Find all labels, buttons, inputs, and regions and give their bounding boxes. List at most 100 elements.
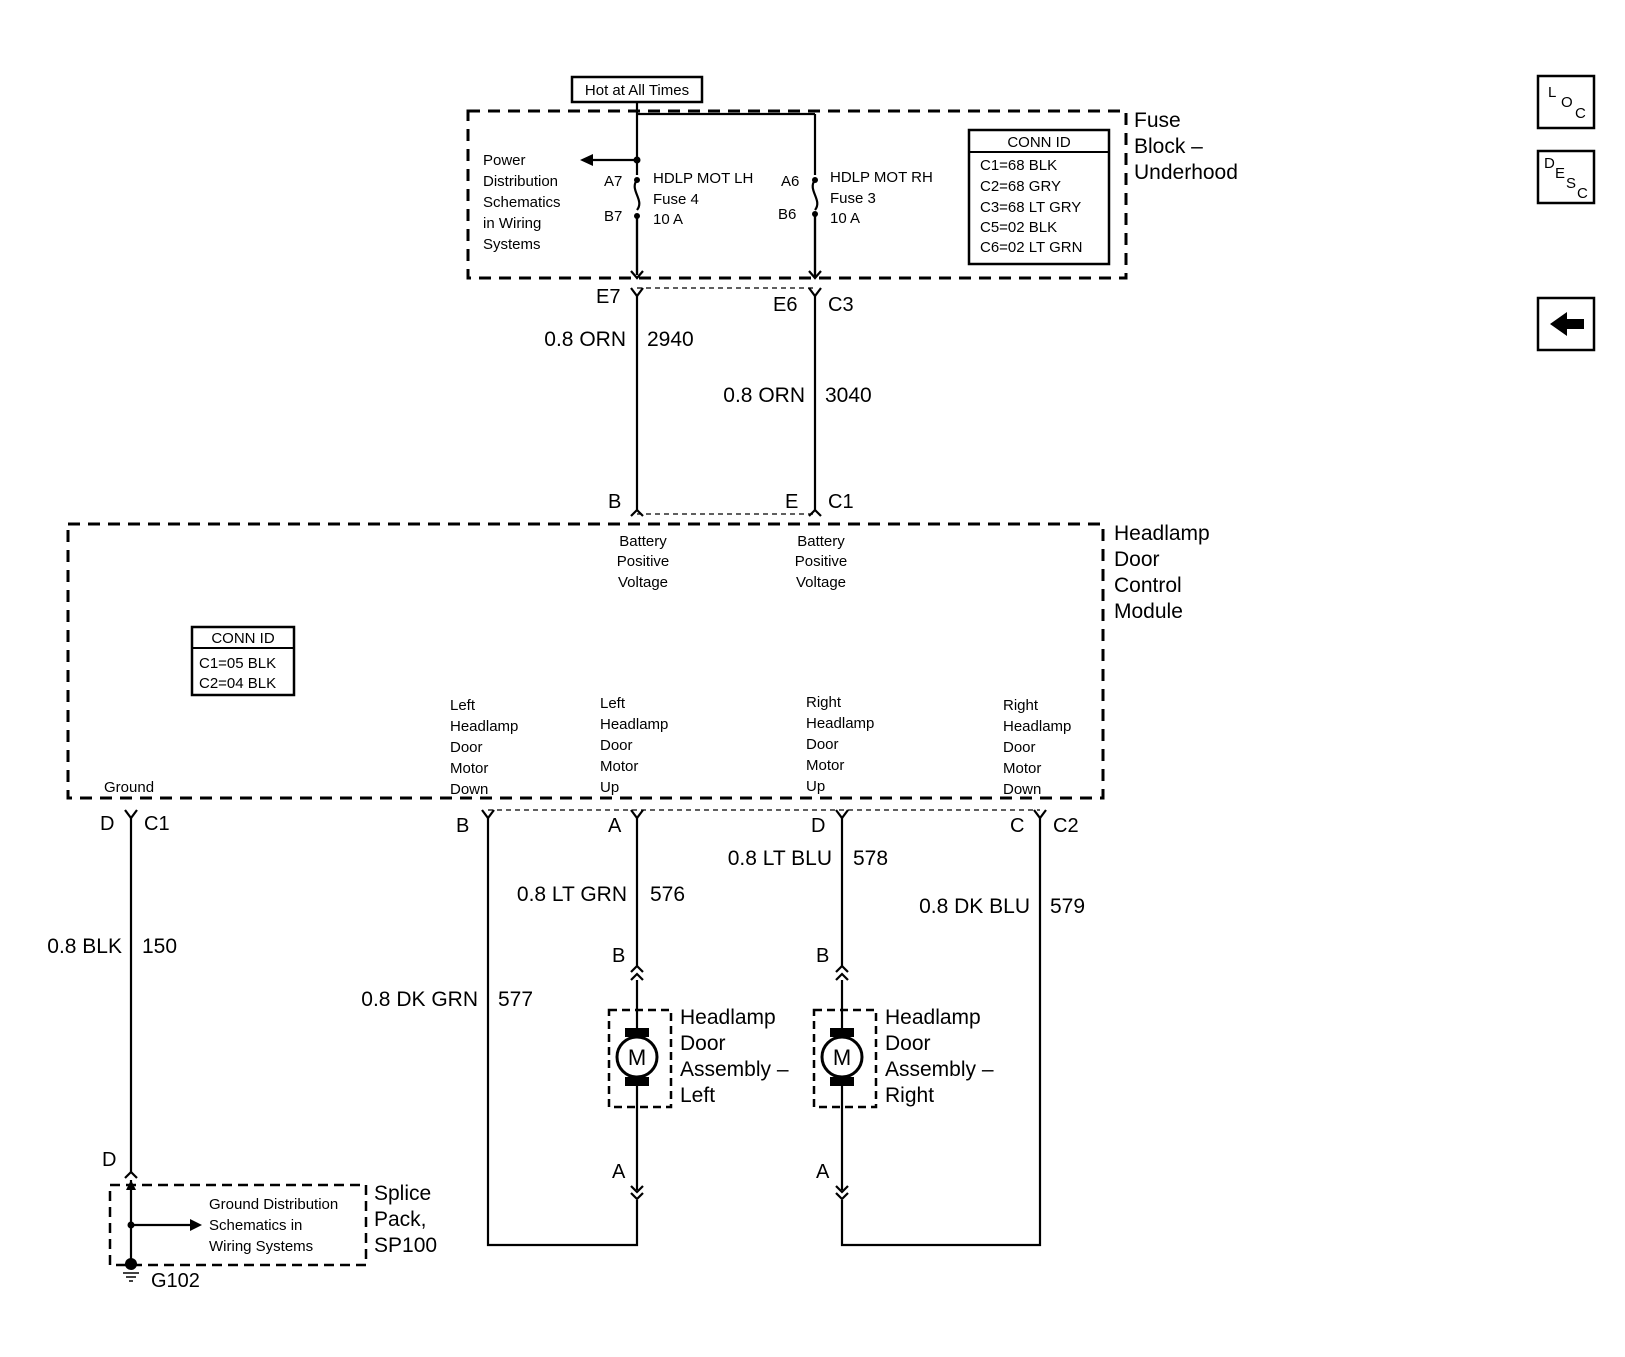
module-pin-d-c2: D bbox=[811, 815, 825, 837]
motor-right-title: Headlamp Door Assembly – Right bbox=[885, 1006, 994, 1107]
wire-3040-gauge: 0.8 ORN bbox=[723, 384, 805, 407]
power-distribution-branch bbox=[580, 154, 641, 166]
fuse-rh-name: HDLP MOT RH bbox=[830, 169, 933, 186]
module-connector-c1-bottom-label: C1 bbox=[144, 813, 170, 835]
desc-letter-e: E bbox=[1555, 165, 1565, 182]
fuse-lh-number: Fuse 4 bbox=[653, 191, 699, 208]
svg-text:Wiring Systems: Wiring Systems bbox=[209, 1238, 313, 1255]
svg-text:Assembly –: Assembly – bbox=[885, 1058, 994, 1081]
loc-letter-l: L bbox=[1548, 84, 1556, 101]
svg-text:Hot at All Times: Hot at All Times bbox=[585, 82, 689, 99]
pin-a7: A7 bbox=[604, 173, 622, 190]
svg-text:Motor: Motor bbox=[450, 760, 488, 777]
wire-576-circuit: 576 bbox=[650, 883, 685, 906]
headlamp-door-motor-left: M bbox=[607, 964, 673, 1201]
svg-text:C5=02 BLK: C5=02 BLK bbox=[980, 219, 1057, 236]
wire-578-gauge: 0.8 LT BLU bbox=[728, 847, 832, 870]
svg-text:Control: Control bbox=[1114, 574, 1182, 597]
svg-text:Power: Power bbox=[483, 152, 526, 169]
hot-at-all-times-label: Hot at All Times bbox=[570, 75, 704, 104]
wire-2940-circuit: 2940 bbox=[647, 328, 694, 351]
svg-text:CONN ID: CONN ID bbox=[211, 630, 275, 647]
wire-579-circuit: 579 bbox=[1050, 895, 1085, 918]
pin-e6: E6 bbox=[773, 294, 797, 316]
svg-text:Headlamp: Headlamp bbox=[600, 716, 668, 733]
module-pin-a-terminal bbox=[630, 809, 644, 820]
svg-text:C2=04 BLK: C2=04 BLK bbox=[199, 675, 276, 692]
svg-text:Up: Up bbox=[806, 778, 825, 795]
wire-576-gauge: 0.8 LT GRN bbox=[517, 883, 627, 906]
svg-text:Left: Left bbox=[600, 695, 626, 712]
svg-text:Assembly –: Assembly – bbox=[680, 1058, 789, 1081]
desc-letter-s: S bbox=[1566, 175, 1576, 192]
pin-e7: E7 bbox=[596, 286, 620, 308]
left-door-motor-up-label: Left Headlamp Door Motor Up bbox=[600, 695, 668, 796]
svg-text:Pack,: Pack, bbox=[374, 1208, 427, 1231]
module-pin-c-terminal bbox=[1033, 809, 1047, 820]
svg-text:in Wiring: in Wiring bbox=[483, 215, 541, 232]
arrow-left-icon bbox=[580, 154, 593, 166]
svg-text:Headlamp: Headlamp bbox=[680, 1006, 776, 1029]
connector-e6-socket bbox=[808, 287, 822, 298]
wire-577-circuit: 577 bbox=[498, 988, 533, 1011]
svg-text:Headlamp: Headlamp bbox=[885, 1006, 981, 1029]
left-arrow-icon bbox=[1550, 312, 1584, 336]
fuse-3-rh bbox=[808, 175, 822, 280]
svg-text:Up: Up bbox=[600, 779, 619, 796]
wire-577-gauge: 0.8 DK GRN bbox=[361, 988, 478, 1011]
control-module-title: Headlamp Door Control Module bbox=[1114, 522, 1210, 623]
connector-e7-socket bbox=[630, 287, 644, 298]
svg-text:Headlamp: Headlamp bbox=[806, 715, 874, 732]
module-ground-label: Ground bbox=[104, 779, 154, 796]
right-door-motor-down-label: Right Headlamp Door Motor Down bbox=[1003, 697, 1071, 798]
svg-text:Motor: Motor bbox=[600, 758, 638, 775]
wire-150-gauge: 0.8 BLK bbox=[47, 935, 122, 958]
svg-text:Ground Distribution: Ground Distribution bbox=[209, 1196, 338, 1213]
svg-text:C1=68 BLK: C1=68 BLK bbox=[980, 157, 1057, 174]
module-pin-d-terminal bbox=[124, 809, 138, 820]
desc-letter-d: D bbox=[1544, 155, 1555, 172]
svg-text:Door: Door bbox=[680, 1032, 726, 1055]
control-module-outline bbox=[66, 522, 1105, 800]
svg-text:Right: Right bbox=[1003, 697, 1039, 714]
svg-text:Battery: Battery bbox=[619, 533, 667, 550]
loc-button[interactable]: L O C bbox=[1536, 74, 1596, 130]
desc-button[interactable]: D E S C bbox=[1536, 149, 1596, 205]
wire-578-circuit: 578 bbox=[853, 847, 888, 870]
fuse-rh-rating: 10 A bbox=[830, 210, 860, 227]
battery-positive-voltage-left: Battery Positive Voltage bbox=[617, 533, 670, 591]
svg-text:Underhood: Underhood bbox=[1134, 161, 1238, 184]
back-button[interactable] bbox=[1536, 296, 1596, 352]
module-conn-id-table: CONN ID C1=05 BLK C2=04 BLK bbox=[190, 625, 296, 697]
motor-left-pin-a: A bbox=[612, 1161, 626, 1183]
motor-right-symbol: M bbox=[833, 1045, 851, 1070]
svg-text:Positive: Positive bbox=[795, 553, 848, 570]
svg-text:Headlamp: Headlamp bbox=[1003, 718, 1071, 735]
svg-text:Schematics in: Schematics in bbox=[209, 1217, 302, 1234]
svg-text:C1=05 BLK: C1=05 BLK bbox=[199, 655, 276, 672]
module-pin-e: E bbox=[785, 491, 798, 513]
right-door-motor-up-label: Right Headlamp Door Motor Up bbox=[806, 694, 874, 795]
module-pin-a: A bbox=[608, 815, 622, 837]
wire-577 bbox=[486, 818, 639, 1247]
power-distribution-text: Power Distribution Schematics in Wiring … bbox=[483, 152, 561, 253]
module-pin-b-bottom-terminal bbox=[481, 809, 495, 820]
svg-text:Door: Door bbox=[600, 737, 633, 754]
svg-text:Headlamp: Headlamp bbox=[1114, 522, 1210, 545]
splice-pin-d: D bbox=[102, 1149, 116, 1171]
loc-letter-c: C bbox=[1575, 105, 1586, 122]
fuse-rh-number: Fuse 3 bbox=[830, 190, 876, 207]
svg-text:Voltage: Voltage bbox=[796, 574, 846, 591]
svg-text:C2=68 GRY: C2=68 GRY bbox=[980, 178, 1061, 195]
motor-left-symbol: M bbox=[628, 1045, 646, 1070]
module-pin-b: B bbox=[608, 491, 621, 513]
wire-579-gauge: 0.8 DK BLU bbox=[919, 895, 1030, 918]
connector-c3-label: C3 bbox=[828, 294, 854, 316]
svg-text:C6=02 LT GRN: C6=02 LT GRN bbox=[980, 239, 1082, 256]
ground-g102-label: G102 bbox=[151, 1270, 200, 1292]
arrow-right-icon bbox=[190, 1219, 202, 1231]
svg-text:Motor: Motor bbox=[1003, 760, 1041, 777]
module-pin-b-bottom: B bbox=[456, 815, 469, 837]
splice-pack-title: Splice Pack, SP100 bbox=[374, 1182, 437, 1257]
